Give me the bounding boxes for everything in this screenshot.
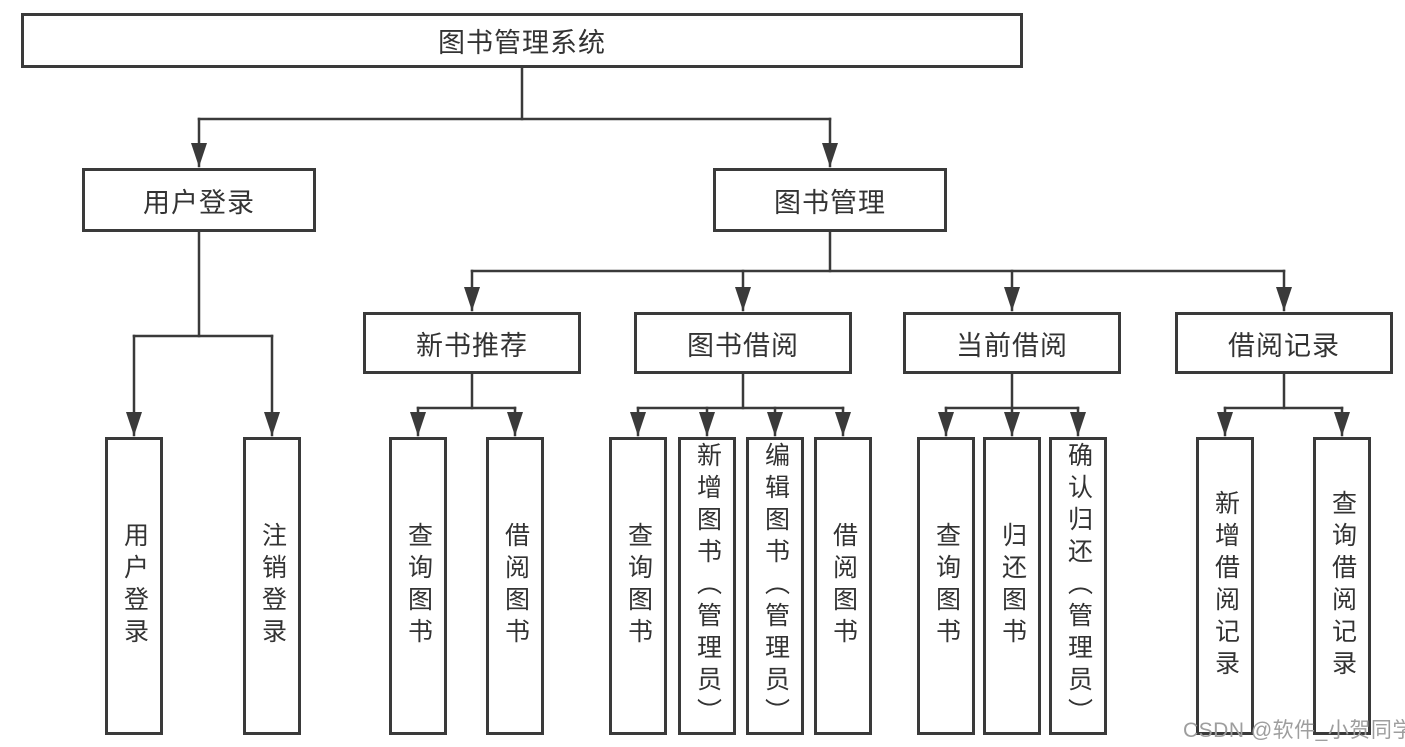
node-book-borrowing: 图书借阅 — [634, 312, 852, 374]
node-add-borrow-record: 新增借阅记录 — [1196, 437, 1254, 735]
node-confirm-return-admin: 确认归还（管理员） — [1049, 437, 1107, 735]
node-label: 新增图书（管理员） — [693, 442, 722, 730]
node-label: 确认归还（管理员） — [1064, 442, 1093, 730]
node-query-borrow-record: 查询借阅记录 — [1313, 437, 1371, 735]
node-label: 查询图书 — [624, 522, 653, 650]
node-new-book-recommendation: 新书推荐 — [363, 312, 581, 374]
node-borrow-books: 借阅图书 — [814, 437, 872, 735]
node-edit-book-admin: 编辑图书（管理员） — [746, 437, 804, 735]
node-label: 新增借阅记录 — [1211, 490, 1240, 682]
node-query-books: 查询图书 — [609, 437, 667, 735]
node-label: 编辑图书（管理员） — [761, 442, 790, 730]
node-query-books: 查询图书 — [917, 437, 975, 735]
node-root: 图书管理系统 — [21, 13, 1023, 68]
node-label: 借阅图书 — [501, 522, 530, 650]
node-borrow-books: 借阅图书 — [486, 437, 544, 735]
node-logout: 注销登录 — [243, 437, 301, 735]
node-add-book-admin: 新增图书（管理员） — [678, 437, 736, 735]
node-query-books: 查询图书 — [389, 437, 447, 735]
node-login: 用户登录 — [105, 437, 163, 735]
csdn-watermark: CSDN @软件_小贺同学 — [1183, 719, 1405, 742]
node-book-management: 图书管理 — [713, 168, 947, 232]
node-label: 借阅图书 — [829, 522, 858, 650]
node-label: 注销登录 — [258, 522, 287, 650]
node-borrowing-records: 借阅记录 — [1175, 312, 1393, 374]
node-return-books: 归还图书 — [983, 437, 1041, 735]
node-label: 查询图书 — [404, 522, 433, 650]
node-label: 用户登录 — [120, 522, 149, 650]
node-label: 查询图书 — [932, 522, 961, 650]
node-user-login: 用户登录 — [82, 168, 316, 232]
node-label: 归还图书 — [998, 522, 1027, 650]
node-current-borrowing: 当前借阅 — [903, 312, 1121, 374]
node-label: 查询借阅记录 — [1328, 490, 1357, 682]
